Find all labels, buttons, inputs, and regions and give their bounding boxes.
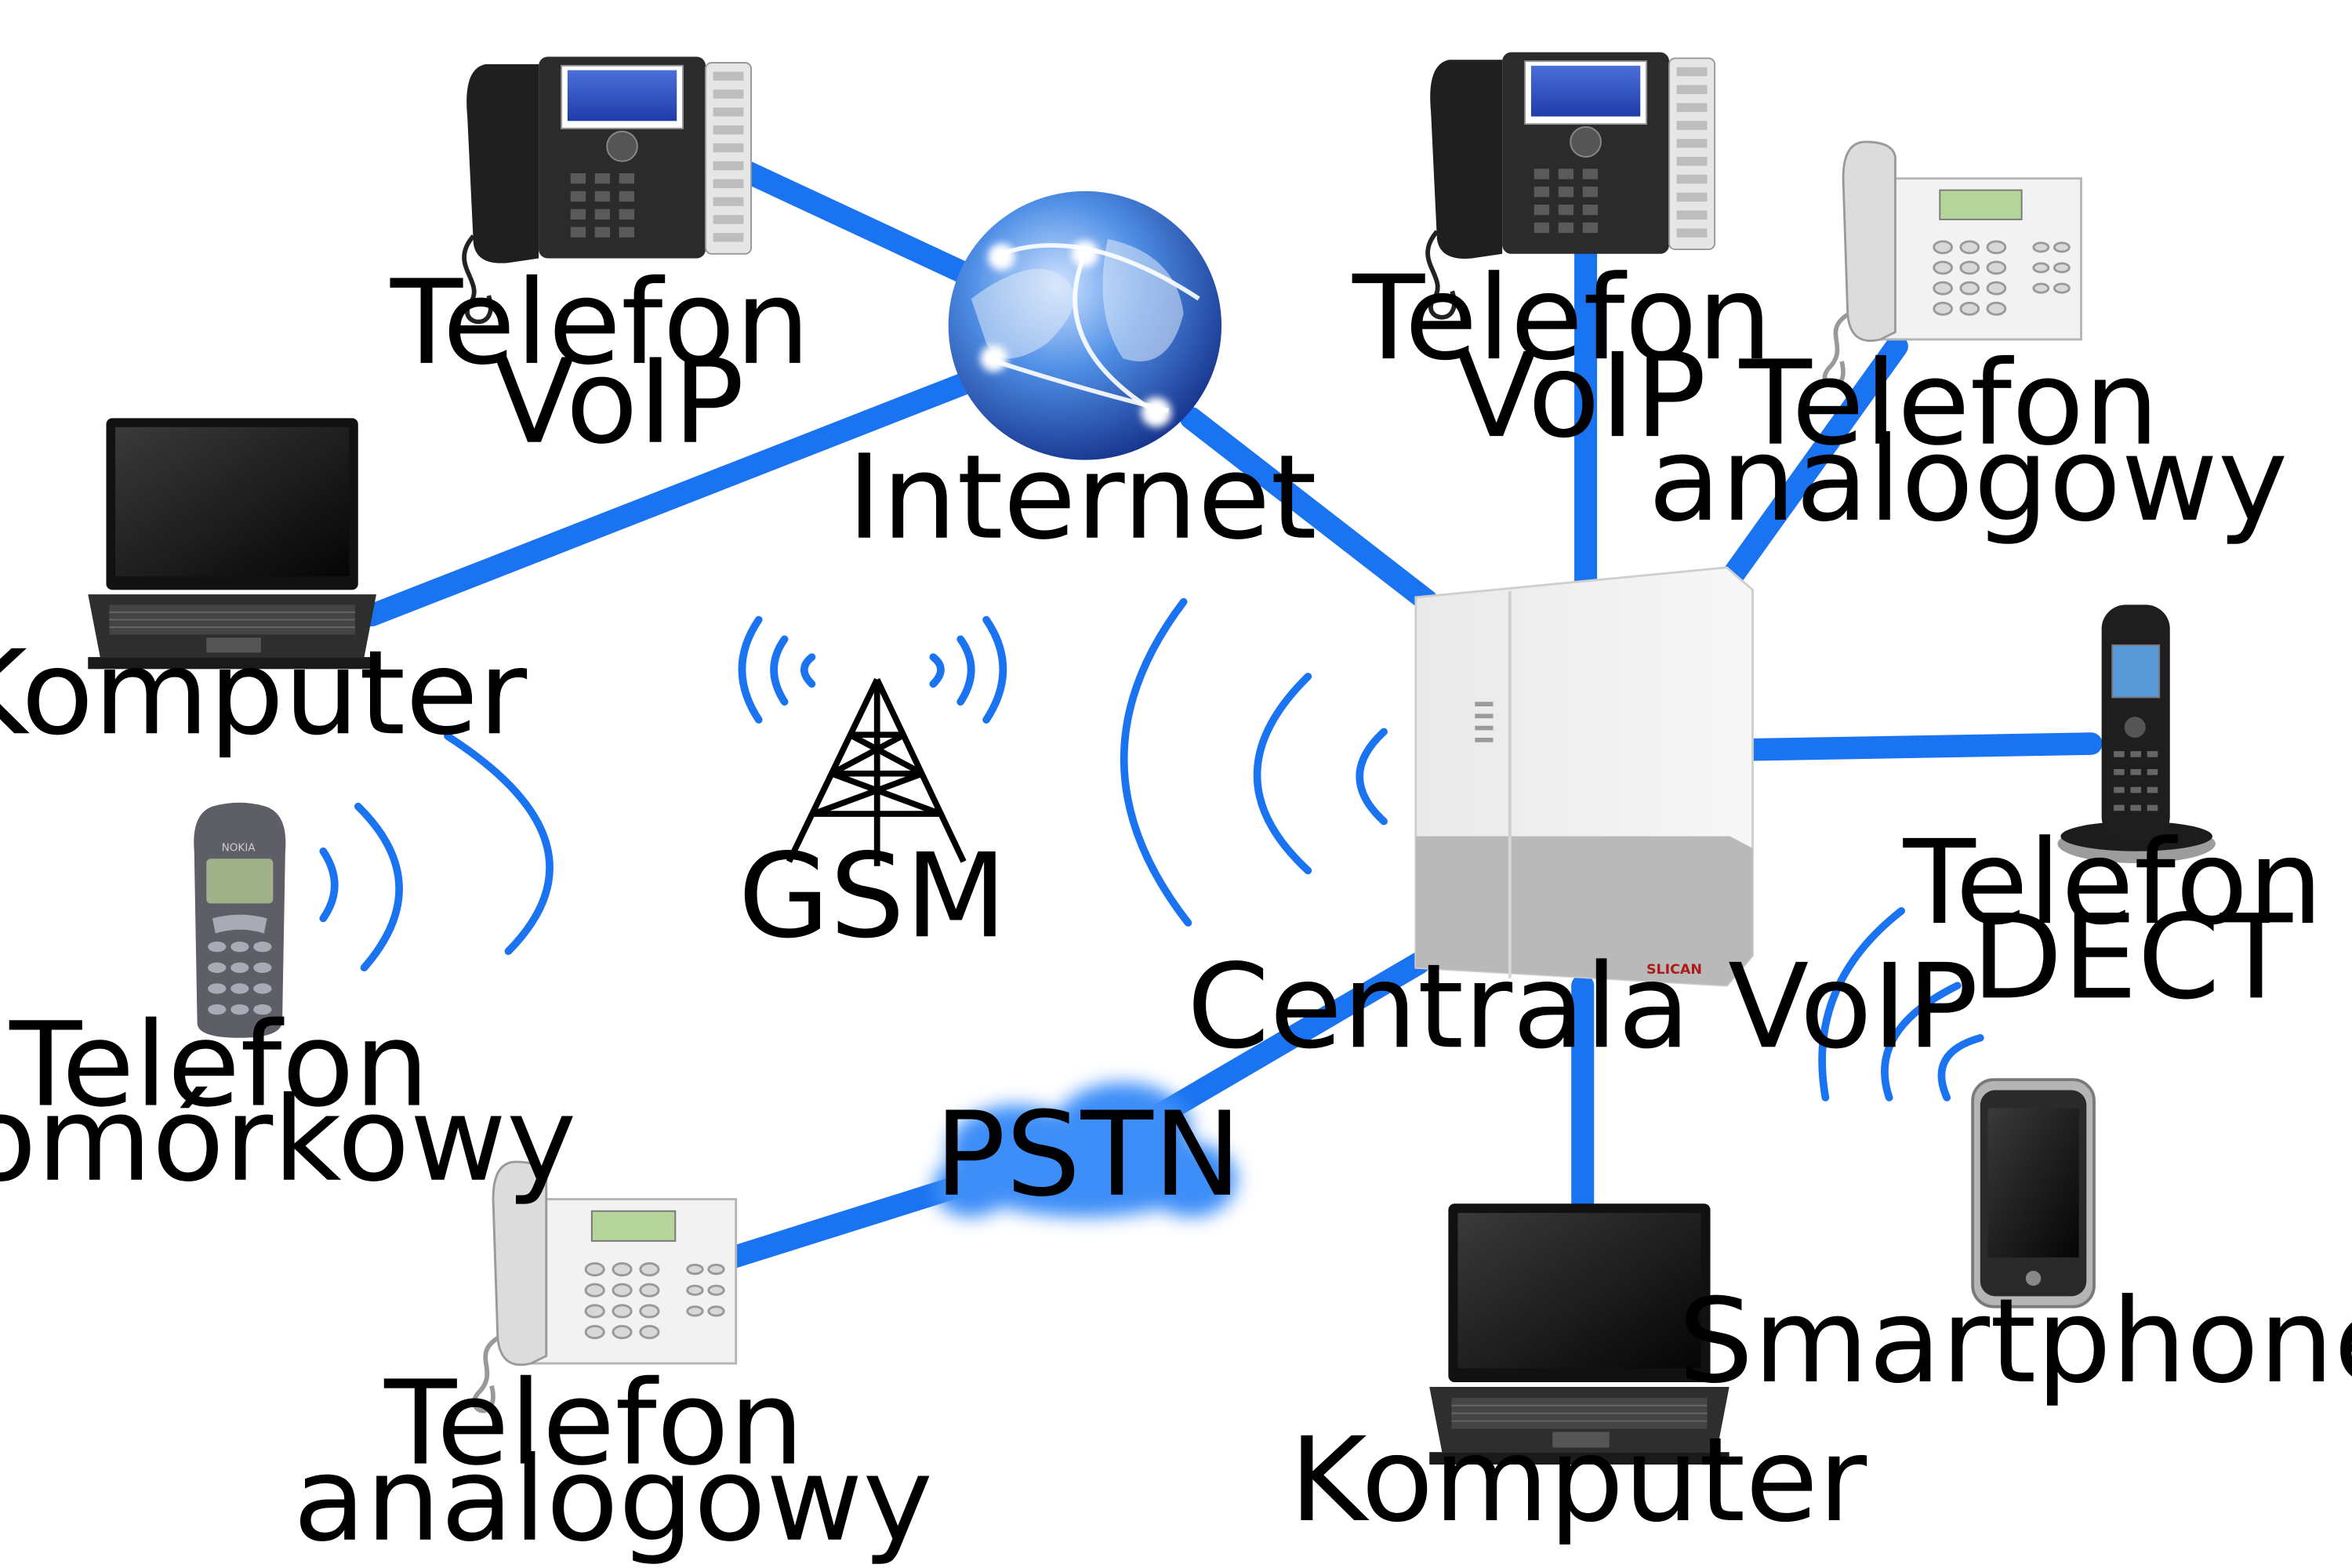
label-analog-bottom-line1: Telefon	[383, 1356, 804, 1492]
labels: Telefon VoIP Internet Telefon VoIP Telef…	[0, 251, 2352, 1567]
label-smartphone: Smartphone	[1679, 1274, 2352, 1410]
link-computer-internet	[360, 369, 983, 627]
label-computer-left: Komputer	[0, 626, 528, 761]
link-voip-internet	[729, 157, 983, 288]
label-analog-bottom-line2: analogowy	[293, 1432, 933, 1568]
label-analog-top-right-line2: analogowy	[1648, 412, 2288, 548]
label-mobile-line2: komórkowy	[0, 1073, 576, 1208]
link-internet-pbx	[1179, 407, 1438, 612]
pbx-brand-logo: SLICAN	[1646, 962, 1702, 978]
label-voip-top-right-line1: Telefon	[1352, 251, 1772, 387]
dect-handset-icon	[2057, 604, 2216, 863]
wireless-waves	[319, 597, 1984, 1102]
label-analog-bottom: Telefon analogowy	[293, 1356, 933, 1568]
label-voip-top-right: Telefon VoIP	[1352, 251, 1809, 464]
label-mobile: Telefon komórkowy	[0, 998, 576, 1208]
smartphone-icon	[1971, 1078, 2096, 1308]
label-gsm: GSM	[738, 829, 1007, 964]
label-dect-line2: DECT	[1972, 890, 2293, 1025]
pbx-cabinet-icon: SLICAN	[1414, 566, 1754, 987]
label-mobile-line1: Telefon	[9, 998, 429, 1134]
label-internet: Internet	[847, 430, 1316, 566]
label-analog-top-right-line1: Telefon	[1739, 336, 2159, 472]
label-voip-top-left-line1: Telefon	[390, 256, 810, 391]
label-pbx: Centrala VoIP	[1187, 939, 1979, 1075]
label-voip-top-right-line2: VoIP	[1456, 328, 1706, 464]
label-pstn: PSTN	[935, 1087, 1242, 1223]
globe-icon	[948, 191, 1222, 460]
label-voip-top-left: Telefon VoIP	[390, 256, 848, 470]
label-dect: Telefon DECT	[1903, 815, 2352, 1025]
radio-tower-icon	[786, 678, 967, 866]
link-dect-pbx	[1740, 732, 2103, 761]
cloud-icon	[933, 1082, 1237, 1218]
label-voip-top-left-line2: VoIP	[494, 335, 744, 470]
label-dect-line1: Telefon	[1903, 815, 2323, 951]
connection-lines	[360, 157, 2103, 1269]
mobile-brand-logo: NOKIA	[222, 843, 256, 855]
mobile-phone-icon: NOKIA	[194, 802, 286, 1038]
label-computer-bottom: Komputer	[1290, 1413, 1867, 1548]
link-pstn-analog	[721, 1176, 967, 1269]
link-analog-pbx	[1718, 335, 1908, 591]
label-analog-top-right: Telefon analogowy	[1648, 336, 2288, 548]
